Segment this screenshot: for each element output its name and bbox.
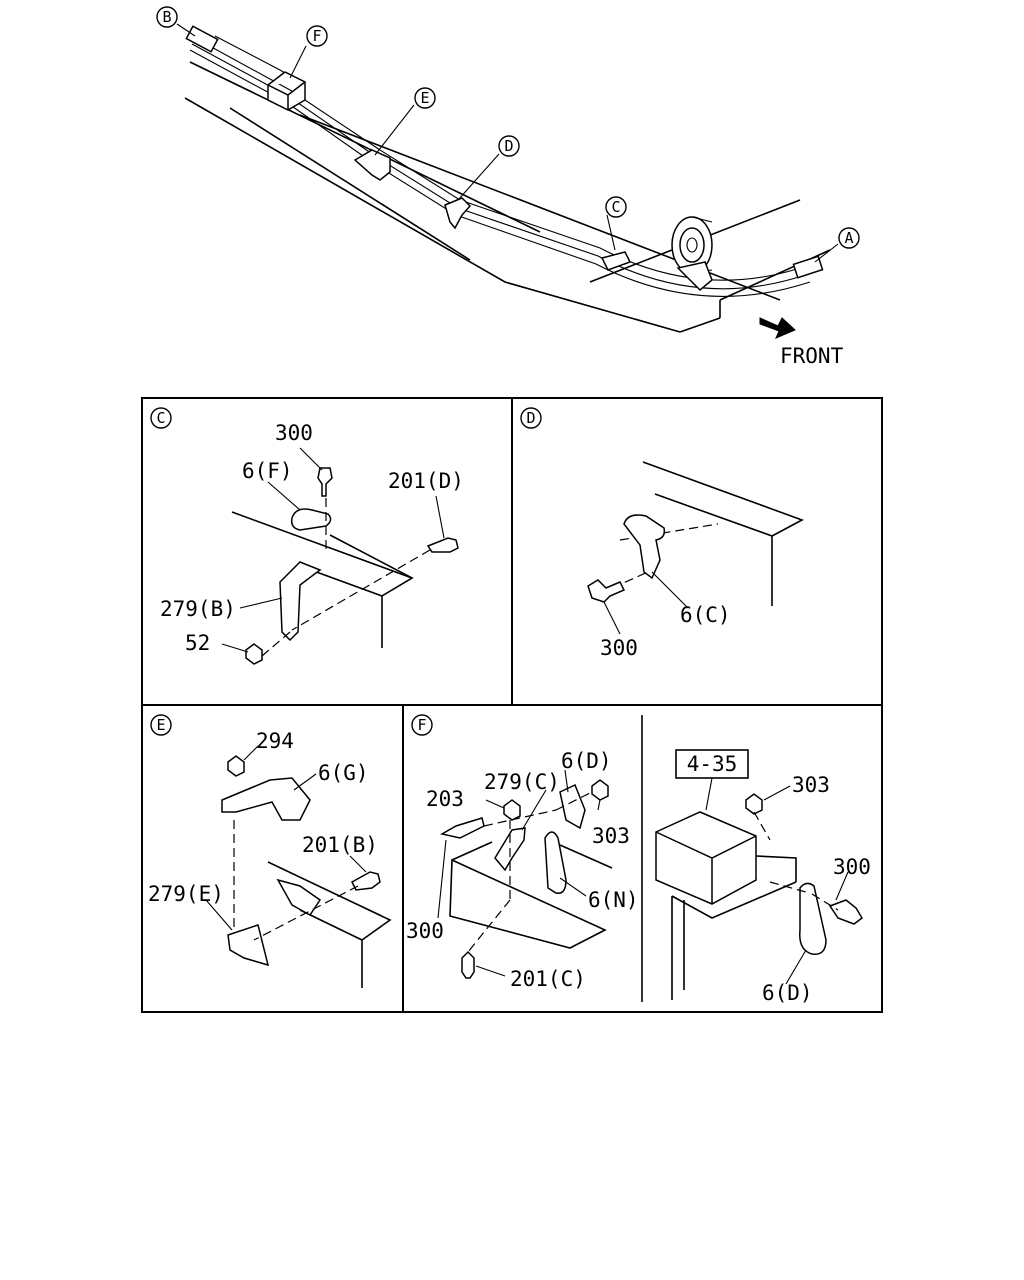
detail-f-letter: F — [411, 714, 433, 736]
bolt-201d — [426, 537, 459, 553]
nut-52 — [245, 643, 263, 665]
clip-6g — [221, 777, 311, 821]
label-201c: 201(C) — [510, 967, 586, 991]
nut-294 — [227, 755, 245, 777]
svg-text:C: C — [156, 409, 165, 427]
label-6g: 6(G) — [318, 761, 369, 785]
callout-e: E — [414, 87, 436, 109]
clip-6c — [623, 514, 666, 580]
bolt-201b — [351, 871, 381, 891]
label-300: 300 — [275, 421, 313, 445]
label-6c: 6(C) — [680, 603, 731, 627]
svg-text:D: D — [504, 137, 513, 155]
callout-c: C — [605, 196, 627, 218]
label-300-f2: 300 — [833, 855, 871, 879]
detail-f-subview: 4-35 303 300 6(D) — [655, 749, 871, 1005]
label-203: 203 — [426, 787, 464, 811]
nut-303-f2 — [745, 793, 763, 815]
label-279c: 279(C) — [484, 770, 560, 794]
detail-e: E 294 6(G) 201(B) 279(E) — [148, 714, 392, 988]
label-300-d: 300 — [600, 636, 638, 660]
detail-d: D 6(C) 300 — [520, 407, 804, 660]
clip-6d-loop — [799, 882, 827, 955]
clip-6f — [290, 508, 332, 531]
harness-bundle — [194, 37, 801, 281]
clip-c — [600, 251, 632, 271]
label-201d: 201(D) — [388, 469, 464, 493]
clip-e — [353, 149, 391, 181]
callout-b: B — [156, 6, 178, 28]
clip-f — [267, 71, 306, 111]
front-label: FRONT — [780, 344, 844, 368]
nut-303-f — [591, 779, 609, 801]
svg-text:D: D — [526, 409, 535, 427]
bolt-300-f — [439, 817, 485, 839]
detail-f: F 6(D) 279(C) 203 303 6(N) 300 201(C) — [406, 714, 639, 991]
detail-c: C 300 6(F) 201(D) 279(B) 52 — [150, 407, 464, 665]
component-box — [655, 811, 757, 905]
harness-end-b — [185, 25, 219, 53]
detail-e-letter: E — [150, 714, 172, 736]
callout-a: A — [838, 227, 860, 249]
svg-text:F: F — [312, 27, 321, 45]
label-300-f: 300 — [406, 919, 444, 943]
label-303-f2: 303 — [792, 773, 830, 797]
detail-c-letter: C — [150, 407, 172, 429]
bolt-201c — [461, 950, 475, 979]
svg-text:A: A — [844, 229, 853, 247]
label-279e: 279(E) — [148, 882, 224, 906]
svg-text:B: B — [162, 8, 171, 26]
label-303-f: 303 — [592, 824, 630, 848]
detail-d-letter: D — [520, 407, 542, 429]
front-arrow-icon — [759, 317, 796, 339]
svg-text:4-35: 4-35 — [687, 752, 738, 776]
overview-assembly: FRONT B F E D C A — [156, 6, 860, 368]
bolt-300-f2 — [828, 899, 863, 925]
label-52: 52 — [185, 631, 210, 655]
label-294: 294 — [256, 729, 294, 753]
bolt-300-d — [587, 579, 626, 603]
bracket-279e — [227, 924, 270, 967]
label-201b: 201(B) — [302, 833, 378, 857]
label-6d-f: 6(D) — [561, 749, 612, 773]
horn-component — [671, 216, 713, 292]
label-6f: 6(F) — [242, 459, 293, 483]
frame-rail-outline — [184, 61, 781, 333]
clip-6n — [544, 831, 567, 894]
ref-box-4-35: 4-35 — [675, 749, 749, 779]
svg-text:F: F — [417, 716, 426, 734]
callout-f: F — [306, 25, 328, 47]
svg-text:C: C — [611, 198, 620, 216]
bracket-279b — [279, 561, 322, 642]
label-279b: 279(B) — [160, 597, 236, 621]
callout-d: D — [498, 135, 520, 157]
label-6d-f2: 6(D) — [762, 981, 813, 1005]
clip-d — [444, 197, 472, 230]
clip-6d-small — [559, 783, 586, 830]
svg-text:E: E — [420, 89, 429, 107]
detail-frames — [141, 397, 883, 1013]
label-6n: 6(N) — [588, 888, 639, 912]
bolt-300-c — [317, 467, 333, 497]
nut-203 — [503, 799, 521, 821]
svg-text:E: E — [156, 716, 165, 734]
